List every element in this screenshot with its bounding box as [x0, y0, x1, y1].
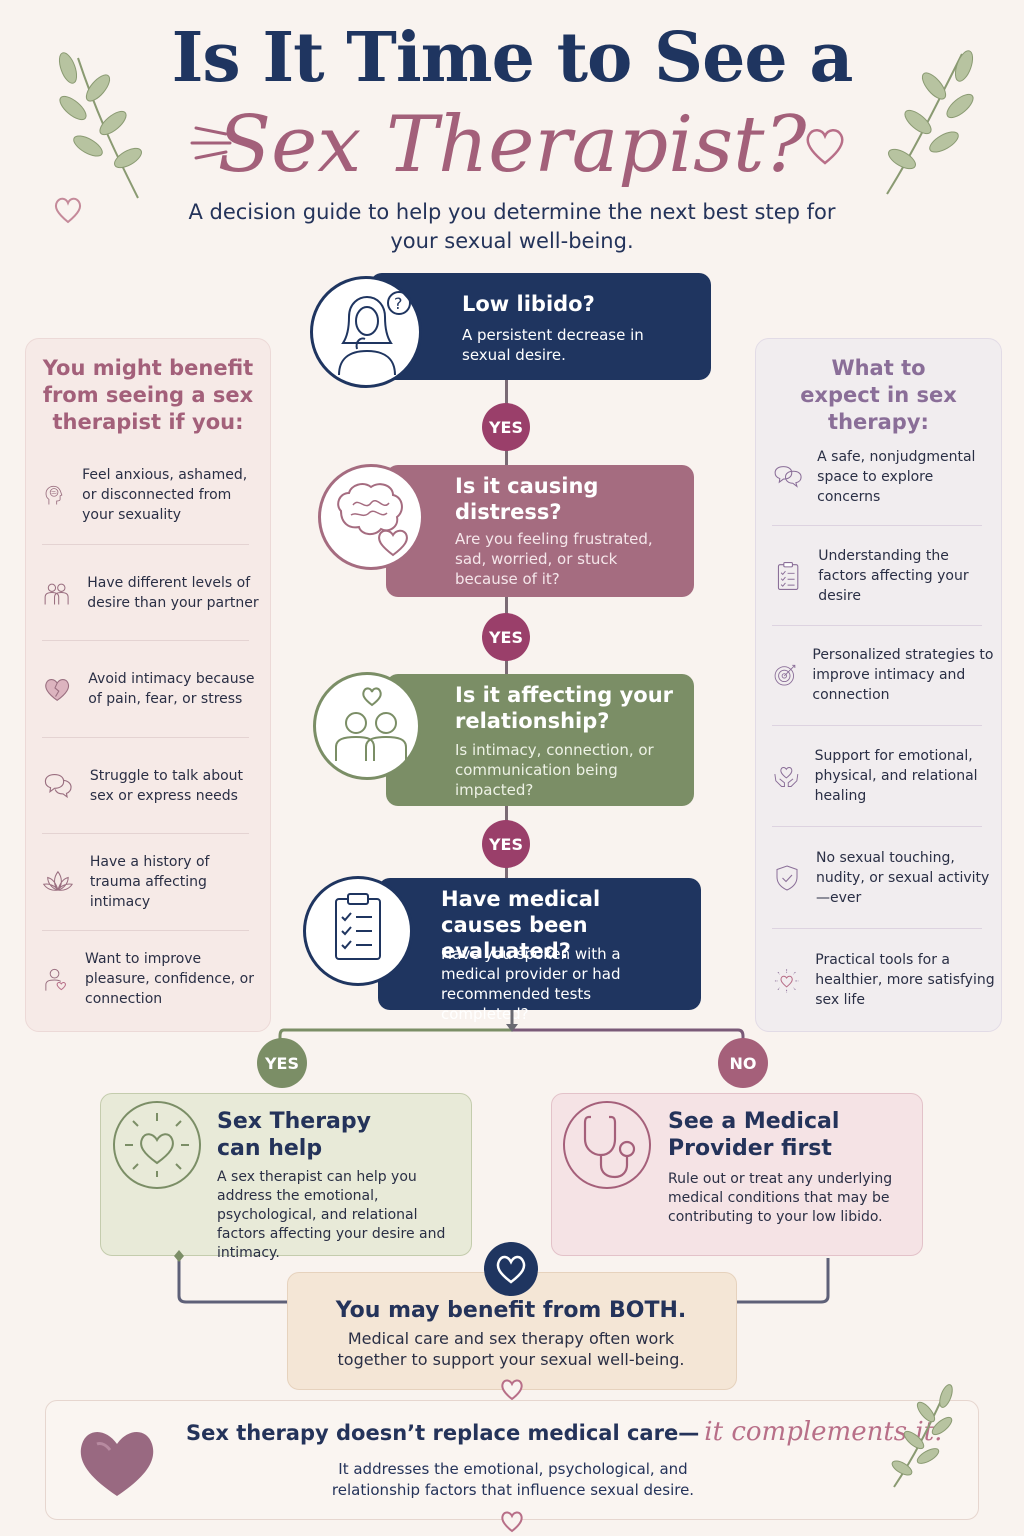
- page-subtitle: A decision guide to help you determine t…: [188, 200, 836, 253]
- outcome-title: See a Medical Provider first: [668, 1109, 840, 1161]
- step-text: Have you spoken with a medical provider …: [441, 945, 621, 1023]
- left-item-text: Have a history of trauma affecting intim…: [89, 854, 210, 910]
- left-item: Avoid intimacy because of pain, fear, or…: [42, 654, 264, 724]
- footer-main: Sex therapy doesn’t replace medical care…: [186, 1421, 700, 1445]
- leaf-branch-icon-footer: [891, 1384, 953, 1488]
- outcome-title: Sex Therapy can help: [217, 1109, 371, 1161]
- outcome-medical-provider: See a Medical Provider first Rule out or…: [551, 1093, 923, 1256]
- shield-check-icon: [776, 865, 798, 891]
- footer-headline: Sex therapy doesn’t replace medical care…: [186, 1417, 966, 1447]
- left-item-text: Feel anxious, ashamed, or disconnected f…: [82, 467, 248, 523]
- left-item: Feel anxious, ashamed, or disconnected f…: [42, 460, 264, 530]
- step-distress: Is it causing distress? Are you feeling …: [386, 465, 694, 597]
- dash-accent-icon: [190, 126, 232, 160]
- step-low-libido: Low libido? A persistent decrease in sex…: [370, 273, 711, 380]
- chat-bubbles-icon: [774, 466, 802, 488]
- right-item: Support for emotional, physical, and rel…: [772, 739, 997, 813]
- outcome-text: A sex therapist can help you address the…: [217, 1169, 446, 1261]
- person-heart-icon: [45, 968, 66, 991]
- broken-heart-icon: [45, 679, 70, 702]
- heart-outline-icon-small: [501, 1379, 523, 1401]
- right-item: No sexual touching, nudity, or sexual ac…: [772, 841, 997, 915]
- page-title: Is It Time to See a: [171, 18, 854, 98]
- right-panel: What to expect in sex therapy:: [755, 338, 1002, 1032]
- footer-script: it complements it.: [704, 1417, 943, 1447]
- right-item-text: A safe, nonjudgmental space to explore c…: [817, 449, 976, 505]
- both-connector: [174, 1250, 830, 1304]
- outcome-icon-circle: [113, 1101, 201, 1189]
- step-icon-circle: [303, 876, 413, 986]
- couple-heart-icon: [335, 687, 407, 761]
- step-icon-circle: [318, 464, 424, 570]
- clipboard-checklist-icon: [777, 562, 799, 590]
- right-item-text: Personalized strategies to improve intim…: [812, 647, 994, 703]
- thinking-woman-icon: ?: [338, 291, 411, 376]
- right-item-text: Understanding the factors affecting your…: [818, 548, 969, 604]
- step-medical-causes: Have medical causes been evaluated? Have…: [378, 878, 701, 1023]
- yes-badge: YES: [482, 403, 530, 451]
- page-title-script: Sex Therapist?: [217, 100, 807, 190]
- both-text: Medical care and sex therapy often work …: [337, 1329, 685, 1369]
- footer-box: Sex therapy doesn’t replace medical care…: [45, 1400, 979, 1520]
- step-text: Is intimacy, connection, or communicatio…: [455, 741, 654, 799]
- step-relationship: Is it affecting your relationship? Is in…: [386, 674, 694, 806]
- left-item-text: Struggle to talk about sex or express ne…: [89, 768, 244, 804]
- leaf-branch-icon-right: [886, 50, 974, 195]
- clipboard-checklist-icon: [335, 893, 381, 960]
- left-item: Struggle to talk about sex or express ne…: [42, 751, 264, 821]
- branch-yes-badge: YES: [257, 1038, 307, 1088]
- step-title: Low libido?: [462, 292, 595, 316]
- stethoscope-icon: [583, 1115, 636, 1179]
- right-item-text: Practical tools for a healthier, more sa…: [815, 952, 995, 1008]
- left-item: Have different levels of desire than you…: [42, 558, 264, 628]
- sparkle-heart-icon: [774, 969, 799, 993]
- branch-connector: [278, 1010, 745, 1048]
- left-item: Have a history of trauma affecting intim…: [42, 847, 264, 917]
- outcome-text: Rule out or treat any underlying medical…: [668, 1171, 893, 1225]
- outcome-icon-circle: [563, 1101, 651, 1189]
- left-item-text: Avoid intimacy because of pain, fear, or…: [88, 671, 255, 707]
- heart-outline-icon-2: [806, 129, 844, 165]
- yes-badge: YES: [482, 613, 530, 661]
- right-item: Personalized strategies to improve intim…: [772, 638, 997, 712]
- step-text: A persistent decrease in sexual desire.: [462, 326, 644, 364]
- left-item-text: Have different levels of desire than you…: [87, 575, 259, 611]
- hands-heart-icon: [774, 767, 799, 787]
- left-panel-heading: You might benefit from seeing a sex ther…: [42, 356, 254, 434]
- heart-outline-icon: [54, 197, 82, 224]
- head-brain-icon: [45, 485, 63, 505]
- couple-icon: [44, 583, 69, 605]
- watercolor-heart-icon: [80, 1432, 154, 1496]
- heart-badge: [484, 1242, 538, 1296]
- leaf-branch-icon-left: [58, 52, 142, 199]
- right-item-text: Support for emotional, physical, and rel…: [814, 748, 978, 804]
- speech-bubbles-icon: [44, 774, 72, 799]
- target-icon: [774, 664, 796, 686]
- yes-badge: YES: [482, 820, 530, 868]
- step-title: Is it causing distress?: [455, 474, 599, 524]
- step-text: Are you feeling frustrated, sad, worried…: [455, 530, 653, 588]
- step-icon-circle: [313, 672, 421, 780]
- lotus-icon: [42, 870, 73, 891]
- right-item: A safe, nonjudgmental space to explore c…: [772, 440, 997, 514]
- svg-text:?: ?: [394, 294, 403, 313]
- step-title: Is it affecting your relationship?: [455, 683, 673, 733]
- both-title: You may benefit from BOTH.: [335, 1298, 687, 1323]
- left-item: Want to improve pleasure, confidence, or…: [42, 944, 264, 1014]
- right-panel-heading: What to expect in sex therapy:: [800, 356, 957, 434]
- left-item-text: Want to improve pleasure, confidence, or…: [85, 951, 254, 1007]
- heart-outline-icon-bottom: [501, 1511, 523, 1533]
- right-item-text: No sexual touching, nudity, or sexual ac…: [816, 850, 990, 906]
- step-icon-circle: ?: [310, 276, 422, 388]
- sparkle-heart-icon: [125, 1113, 189, 1177]
- branch-no-badge: NO: [718, 1038, 768, 1088]
- brain-heart-icon: [337, 483, 408, 557]
- right-item: Practical tools for a healthier, more sa…: [772, 943, 997, 1017]
- footer-text: It addresses the emotional, psychologica…: [331, 1460, 695, 1499]
- step-title: Have medical causes been evaluated?: [441, 887, 601, 963]
- right-item: Understanding the factors affecting your…: [772, 539, 997, 613]
- heart-icon: [496, 1255, 526, 1284]
